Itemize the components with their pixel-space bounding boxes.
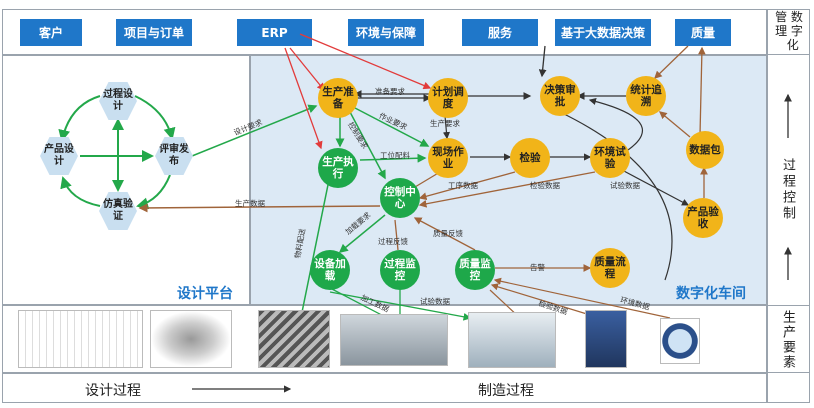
btn-customer[interactable]: 客户 — [20, 19, 82, 46]
node-decision: 决策审批 — [540, 76, 580, 116]
node-product-accept: 产品验收 — [683, 198, 723, 238]
env-chamber-image — [585, 310, 627, 368]
lathe-image — [340, 314, 448, 366]
node-process-mon: 过程监控 — [380, 250, 420, 290]
design-drawing-image — [18, 310, 143, 368]
track-model-image — [150, 310, 232, 368]
edge-label: 质量反馈 — [433, 229, 463, 238]
edge-label: 试验数据 — [610, 181, 640, 190]
btn-bigdata[interactable]: 基于大数据决策 — [555, 19, 651, 46]
design-platform-title: 设计平台 — [177, 286, 233, 302]
pipes-image — [258, 310, 330, 368]
edge-label: 生产数据 — [235, 199, 265, 208]
node-equipment: 设备加载 — [310, 250, 350, 290]
top-band — [2, 9, 767, 55]
edge-label: 过程反馈 — [378, 237, 408, 246]
node-exec: 生产执行 — [318, 148, 358, 188]
label-management: 管 数理 字 化 — [775, 10, 803, 52]
edge-label: 告警 — [530, 263, 545, 272]
node-env-test: 环境试验 — [590, 138, 630, 178]
right-bottom-cell — [767, 305, 810, 373]
node-quality-mon: 质量监控 — [455, 250, 495, 290]
btn-environment[interactable]: 环境与保障 — [348, 19, 424, 46]
photo-band — [2, 305, 767, 373]
edge-label: 准备要求 — [375, 87, 405, 96]
edge-label: 工位配料 — [380, 151, 410, 160]
node-data-pkg: 数据包 — [686, 131, 724, 169]
edge-label: 试验数据 — [420, 297, 450, 306]
node-control: 控制中心 — [380, 178, 420, 218]
node-stat: 统计追溯 — [626, 76, 666, 116]
edge-label: 检验数据 — [530, 181, 560, 190]
btn-quality[interactable]: 质量 — [675, 19, 731, 46]
edge-label: 工序数据 — [448, 181, 478, 190]
workshop-title: 数字化车间 — [676, 286, 746, 302]
node-inspect: 检验 — [510, 138, 550, 178]
gauge-image — [660, 318, 700, 364]
btn-service[interactable]: 服务 — [462, 19, 538, 46]
manufacturing-process-label: 制造过程 — [478, 383, 534, 399]
bottom-band — [2, 373, 767, 403]
design-panel — [2, 55, 250, 305]
btn-project-order[interactable]: 项目与订单 — [116, 19, 192, 46]
node-quality-flow: 质量流程 — [590, 248, 630, 288]
label-production-elements: 生产要素 — [780, 310, 795, 370]
label-process-control: 过程控制 — [780, 158, 795, 222]
btn-erp[interactable]: ERP — [237, 19, 312, 46]
design-process-label: 设计过程 — [85, 383, 141, 399]
test-bench-image — [468, 312, 556, 368]
node-site: 现场作业 — [428, 138, 468, 178]
node-prod-prep: 生产准备 — [318, 78, 358, 118]
right-top-cell — [767, 9, 810, 55]
edge-label: 生产要求 — [430, 119, 460, 128]
node-plan: 计划调度 — [428, 78, 468, 118]
